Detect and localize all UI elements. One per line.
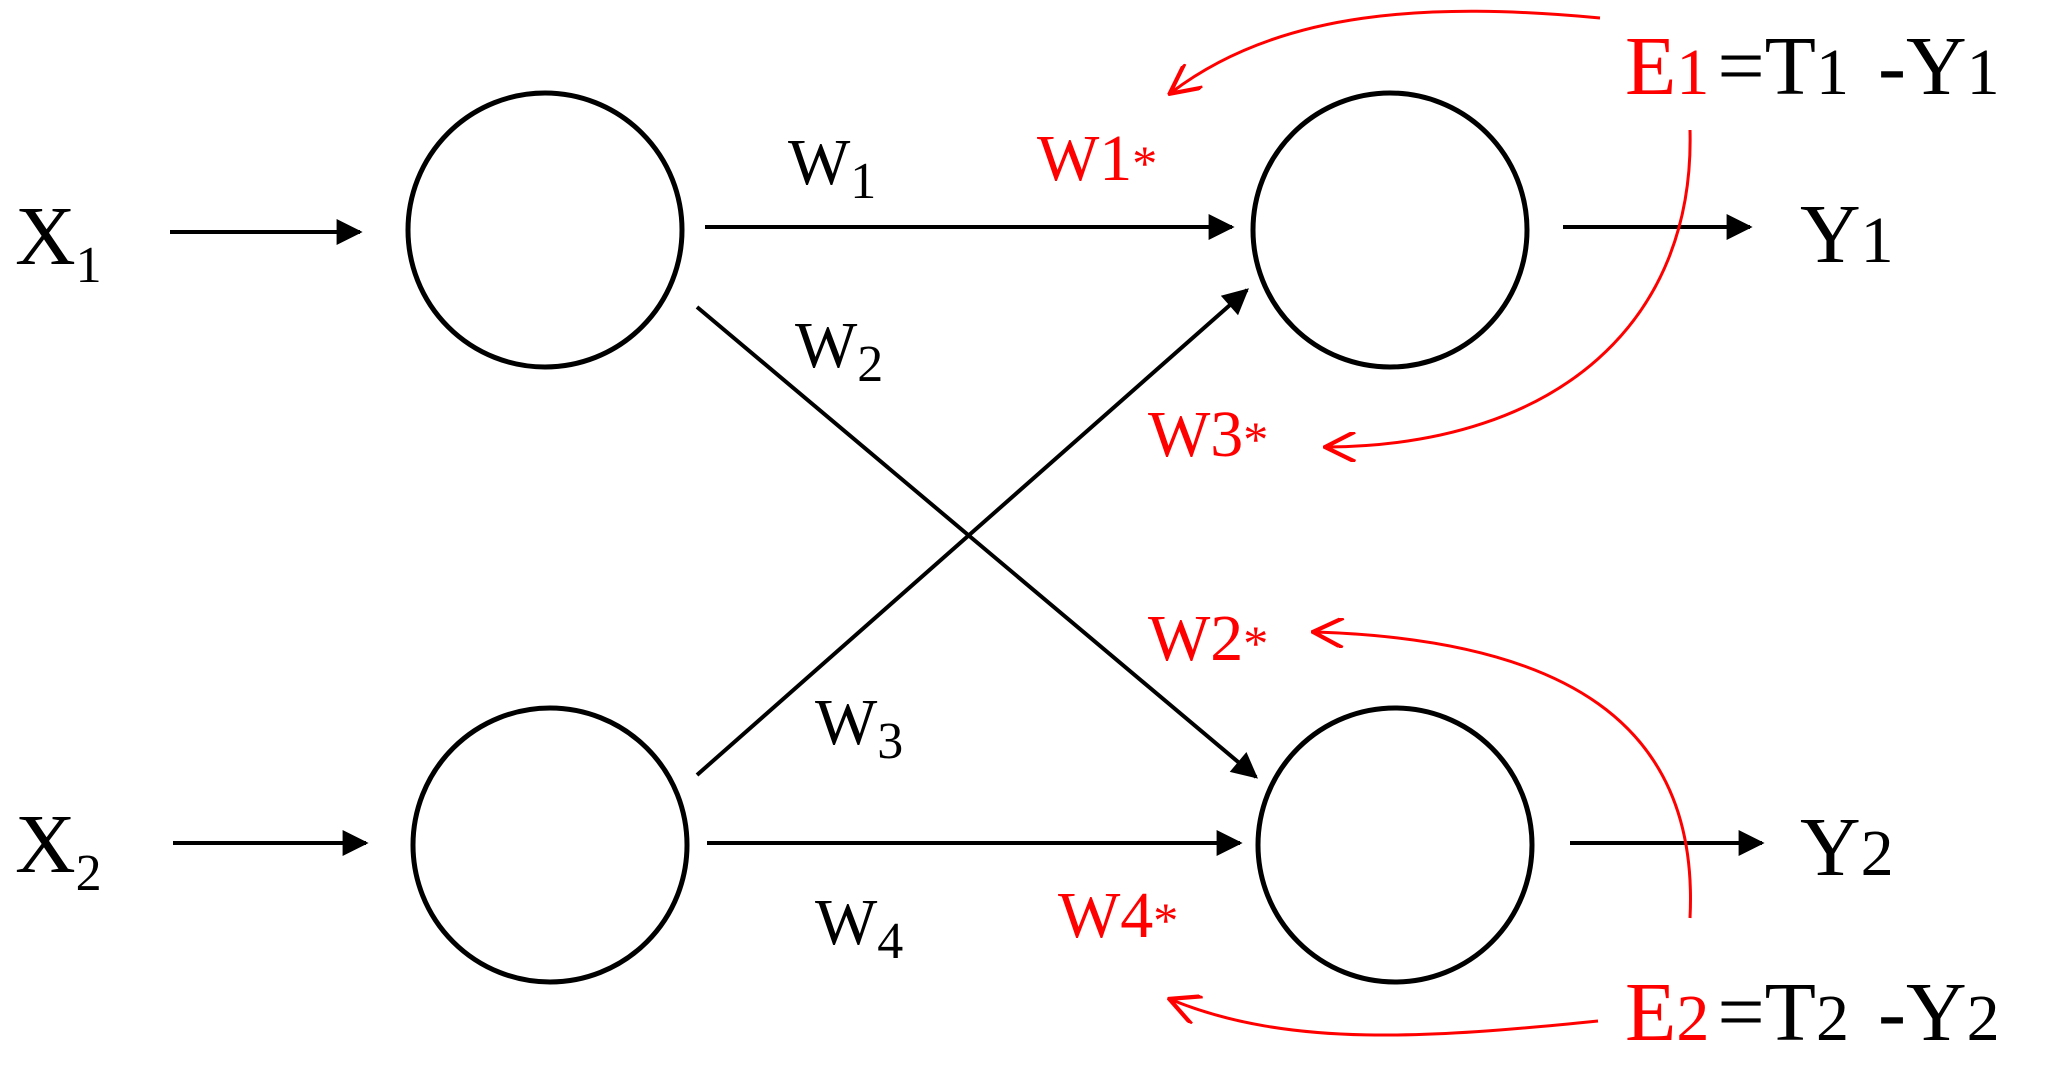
weight-label-w3: W3 — [815, 686, 903, 770]
error-arrow-e1-to-w3 — [1328, 129, 1692, 447]
input-neuron-1 — [405, 90, 685, 370]
updated-weight-label-w2: W2* — [1148, 602, 1268, 675]
output-label-y2: Y2 — [1800, 801, 1894, 894]
weight-label-w2: W2 — [795, 309, 883, 393]
output-label-y1: Y1 — [1800, 188, 1894, 281]
weight-label-w1: W1 — [788, 126, 876, 210]
error-equation-e1: E1=T1 -Y1 — [1625, 20, 2000, 113]
updated-weight-label-w4: W4* — [1058, 879, 1178, 952]
output-neuron-1 — [1250, 90, 1530, 370]
updated-weight-label-w1: W1* — [1037, 122, 1157, 195]
connection-w2 — [695, 305, 1258, 779]
input-label-x2: X2 — [15, 798, 102, 902]
error-arrow-e2-to-w2 — [1316, 632, 1692, 919]
weight-label-w4: W4 — [815, 886, 903, 970]
input-neuron-2 — [410, 705, 690, 985]
updated-weight-label-w3: W3* — [1148, 398, 1268, 471]
input-label-x1: X1 — [15, 190, 102, 294]
error-equation-e2: E2=T2 -Y2 — [1625, 966, 2000, 1059]
error-arrow-e2-to-w4 — [1172, 1000, 1599, 1037]
output-neuron-2 — [1255, 705, 1535, 985]
connection-w3 — [695, 288, 1249, 777]
error-arrow-e1-to-w1 — [1172, 9, 1601, 92]
